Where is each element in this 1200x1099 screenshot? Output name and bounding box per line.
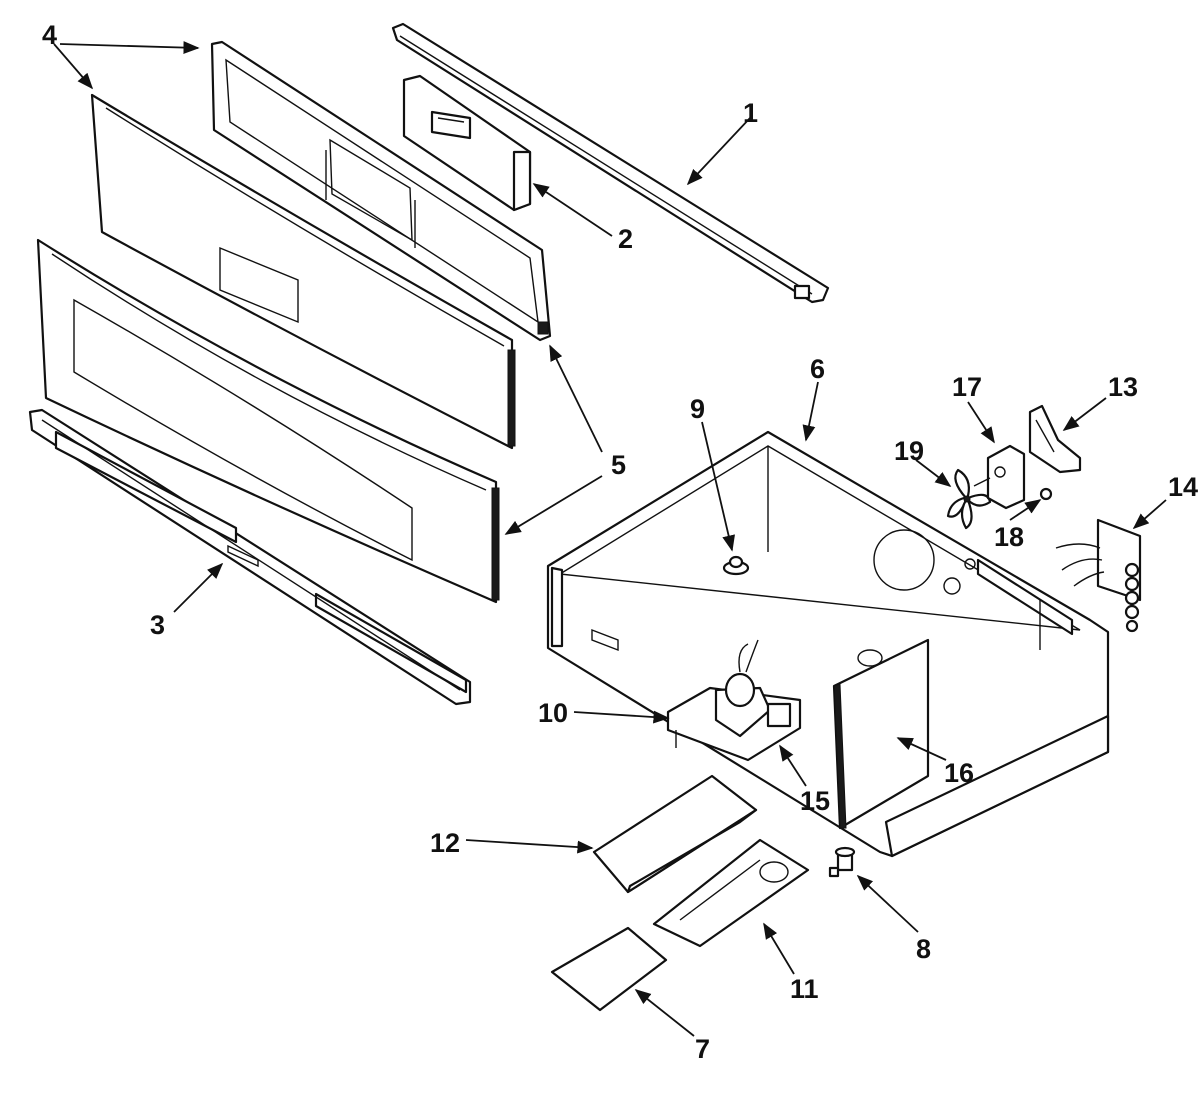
small-cover-plate <box>550 926 668 1012</box>
fan-motor <box>973 444 1026 510</box>
lower-glass-panel <box>36 238 500 604</box>
base-housing <box>546 430 1110 858</box>
callout-2: 2 <box>618 224 633 254</box>
callout-6: 6 <box>810 354 825 384</box>
callout-7: 7 <box>695 1034 710 1064</box>
callout-12: 12 <box>430 828 460 858</box>
callout-5: 5 <box>611 450 626 480</box>
motor-assembly <box>666 639 802 762</box>
pin <box>828 846 856 878</box>
callout-4: 4 <box>42 20 57 50</box>
callout-18: 18 <box>994 522 1024 552</box>
leader-lines <box>53 41 1167 1037</box>
callout-19: 19 <box>894 436 924 466</box>
callout-9: 9 <box>690 394 705 424</box>
fan-blade <box>946 468 992 530</box>
upper-glass-panel <box>90 93 516 450</box>
nut <box>1039 487 1053 501</box>
circuit-board <box>832 638 930 830</box>
grommet <box>722 555 750 576</box>
callout-8: 8 <box>916 934 931 964</box>
callout-10: 10 <box>538 698 568 728</box>
callout-15: 15 <box>800 786 830 816</box>
top-trim-rail <box>391 22 830 304</box>
duct <box>652 838 810 948</box>
callout-14: 14 <box>1168 472 1198 502</box>
control-display-module <box>402 74 532 212</box>
callout-16: 16 <box>944 758 974 788</box>
callout-13: 13 <box>1108 372 1138 402</box>
callout-3: 3 <box>150 610 165 640</box>
bottom-trim-channel <box>28 408 472 706</box>
callout-11: 11 <box>790 974 819 1004</box>
callout-labels: 1 2 3 4 5 6 7 8 9 10 11 12 13 14 15 16 1… <box>42 20 1198 1064</box>
control-panel-frame <box>210 40 552 342</box>
callout-17: 17 <box>952 372 982 402</box>
terminal-block <box>1055 518 1142 633</box>
callout-1: 1 <box>743 98 758 128</box>
mounting-bracket <box>1028 404 1082 474</box>
upper-duct-cover <box>592 774 758 894</box>
